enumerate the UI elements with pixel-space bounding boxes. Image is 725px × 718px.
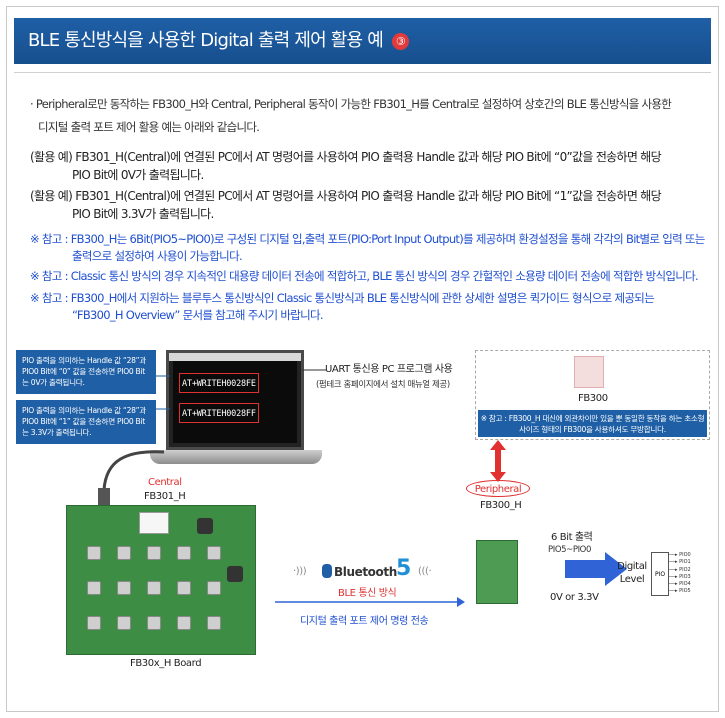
pio-pin-list: ──▸ PIO0 ──▸ PIO1 ──▸ PIO2 ──▸ PIO3 ──▸ … [669,552,721,596]
command-line-2: AT+WRITEH0028FF [179,403,259,423]
board-button [87,616,101,630]
pio-pin: ──▸ PIO0 [669,552,691,558]
intro-line-1: · Peripheral로만 동작하는 FB300_H와 Central, Pe… [30,97,672,111]
board-button [207,546,221,560]
signal-waves-right-icon: (((· [418,566,432,577]
bluetooth-icon [322,564,332,578]
board-inductor [227,566,243,582]
ble-label: BLE 통신 방식 [338,588,397,599]
bluetooth-text: Bluetooth [334,565,397,579]
central-label: Central [148,477,182,488]
board-button [177,546,191,560]
terminal-window: AT+WRITEH0028FE AT+WRITEH0028FF [173,361,297,443]
peripheral-badge: Peripheral [466,480,530,497]
note-1-line-1: ※ 참고 : FB300_H는 6Bit(PIO5~PIO0)로 구성된 디지털… [30,232,705,246]
section-number-badge: ③ [391,32,409,50]
voltage-label: 0V or 3.3V [550,592,599,603]
usb-cable [98,450,165,506]
fb300-note: ※ 참고 : FB300_H 대신에 외관차이만 있을 뿐 동일한 동작을 하는… [478,410,707,437]
uart-subtitle: (펌테크 홈페이지에서 설치 매뉴얼 제공) [316,380,450,390]
board-label: FB30x_H Board [130,658,202,669]
note-3-line-2: “FB300_H Overview” 문서를 참고해 주시기 바랍니다. [72,308,324,322]
pio-range: PIO5~PIO0 [548,545,591,555]
section-title: BLE 통신방식을 사용한 Digital 출력 제어 활용 예 ③ [28,18,409,64]
board-button [207,616,221,630]
uart-title: UART 통신용 PC 프로그램 사용 [325,364,453,375]
page-frame [6,6,719,712]
example-2-line-1: (활용 예) FB301_H(Central)에 연결된 PC에서 AT 명령어… [30,189,662,203]
board-inductor [197,518,213,534]
section-header: BLE 통신방식을 사용한 Digital 출력 제어 활용 예 ③ [14,18,711,64]
callout-connector-lines [156,375,170,410]
window-titlebar [169,353,301,361]
bits-label: 6 Bit 출력 [551,532,593,543]
pio-box: PIO [651,552,669,596]
board-button [117,581,131,595]
callout-one: PIO 출력을 의미하는 Handle 값 “28”과 PIO0 Bit에 “1… [16,400,156,444]
board-button [177,581,191,595]
fb300h-module [476,540,518,604]
pio-pin: ──▸ PIO4 [669,581,691,588]
note-1-line-2: 출력으로 설정하여 사용이 가능합니다. [72,249,243,263]
bluetooth-version: 5 [396,556,411,581]
board-module-socket [139,512,169,534]
board-button [177,616,191,630]
fb30x-board [66,505,256,655]
laptop-screen: AT+WRITEH0028FE AT+WRITEH0028FF [166,350,304,450]
fb300-label: FB300 [578,393,608,404]
board-button [207,581,221,595]
example-1-line-2: PIO Bit에 0V가 출력됩니다. [72,168,204,182]
pio-pin: ──▸ PIO5 [669,588,691,595]
intro-line-2: 디지털 출력 포트 제어 활용 예는 아래와 같습니다. [38,120,260,134]
signal-waves-left-icon: ·))) [293,566,307,577]
board-button [147,616,161,630]
board-button [147,581,161,595]
board-button [117,616,131,630]
board-button [147,546,161,560]
laptop-base [150,450,322,464]
output-arrow-shaft [565,560,605,578]
fb300h-label: FB300_H [480,500,522,511]
digital-level-label: Digital Level [617,561,647,585]
pio-pin: ──▸ PIO3 [669,573,691,580]
pio-pin: ──▸ PIO2 [669,566,691,573]
note-3-line-1: ※ 참고 : FB300_H에서 지원하는 블루투스 통신방식인 Classic… [30,291,655,305]
pio-pin: ──▸ PIO1 [669,559,691,566]
transfer-arrow [275,597,465,607]
divider [14,72,711,73]
uart-pointer [302,369,326,371]
double-arrow-icon [490,440,506,482]
callout-zero: PIO 출력을 의미하는 Handle 값 “28”과 PIO0 Bit에 “0… [16,350,156,394]
note-2-line-1: ※ 참고 : Classic 통신 방식의 경우 지속적인 대용량 데이터 전송… [30,269,699,283]
command-line-1: AT+WRITEH0028FE [179,373,259,393]
fb300-panel [475,350,710,440]
board-button [117,546,131,560]
output-arrow-head [605,552,627,586]
fb300-chip [574,356,604,388]
example-2-line-2: PIO Bit에 3.3V가 출력됩니다. [72,207,214,221]
fb301-label: FB301_H [144,491,186,502]
board-button [87,581,101,595]
board-button [87,546,101,560]
transfer-label: 디지털 출력 포트 제어 명령 전송 [300,616,429,627]
example-1-line-1: (활용 예) FB301_H(Central)에 연결된 PC에서 AT 명령어… [30,150,662,164]
